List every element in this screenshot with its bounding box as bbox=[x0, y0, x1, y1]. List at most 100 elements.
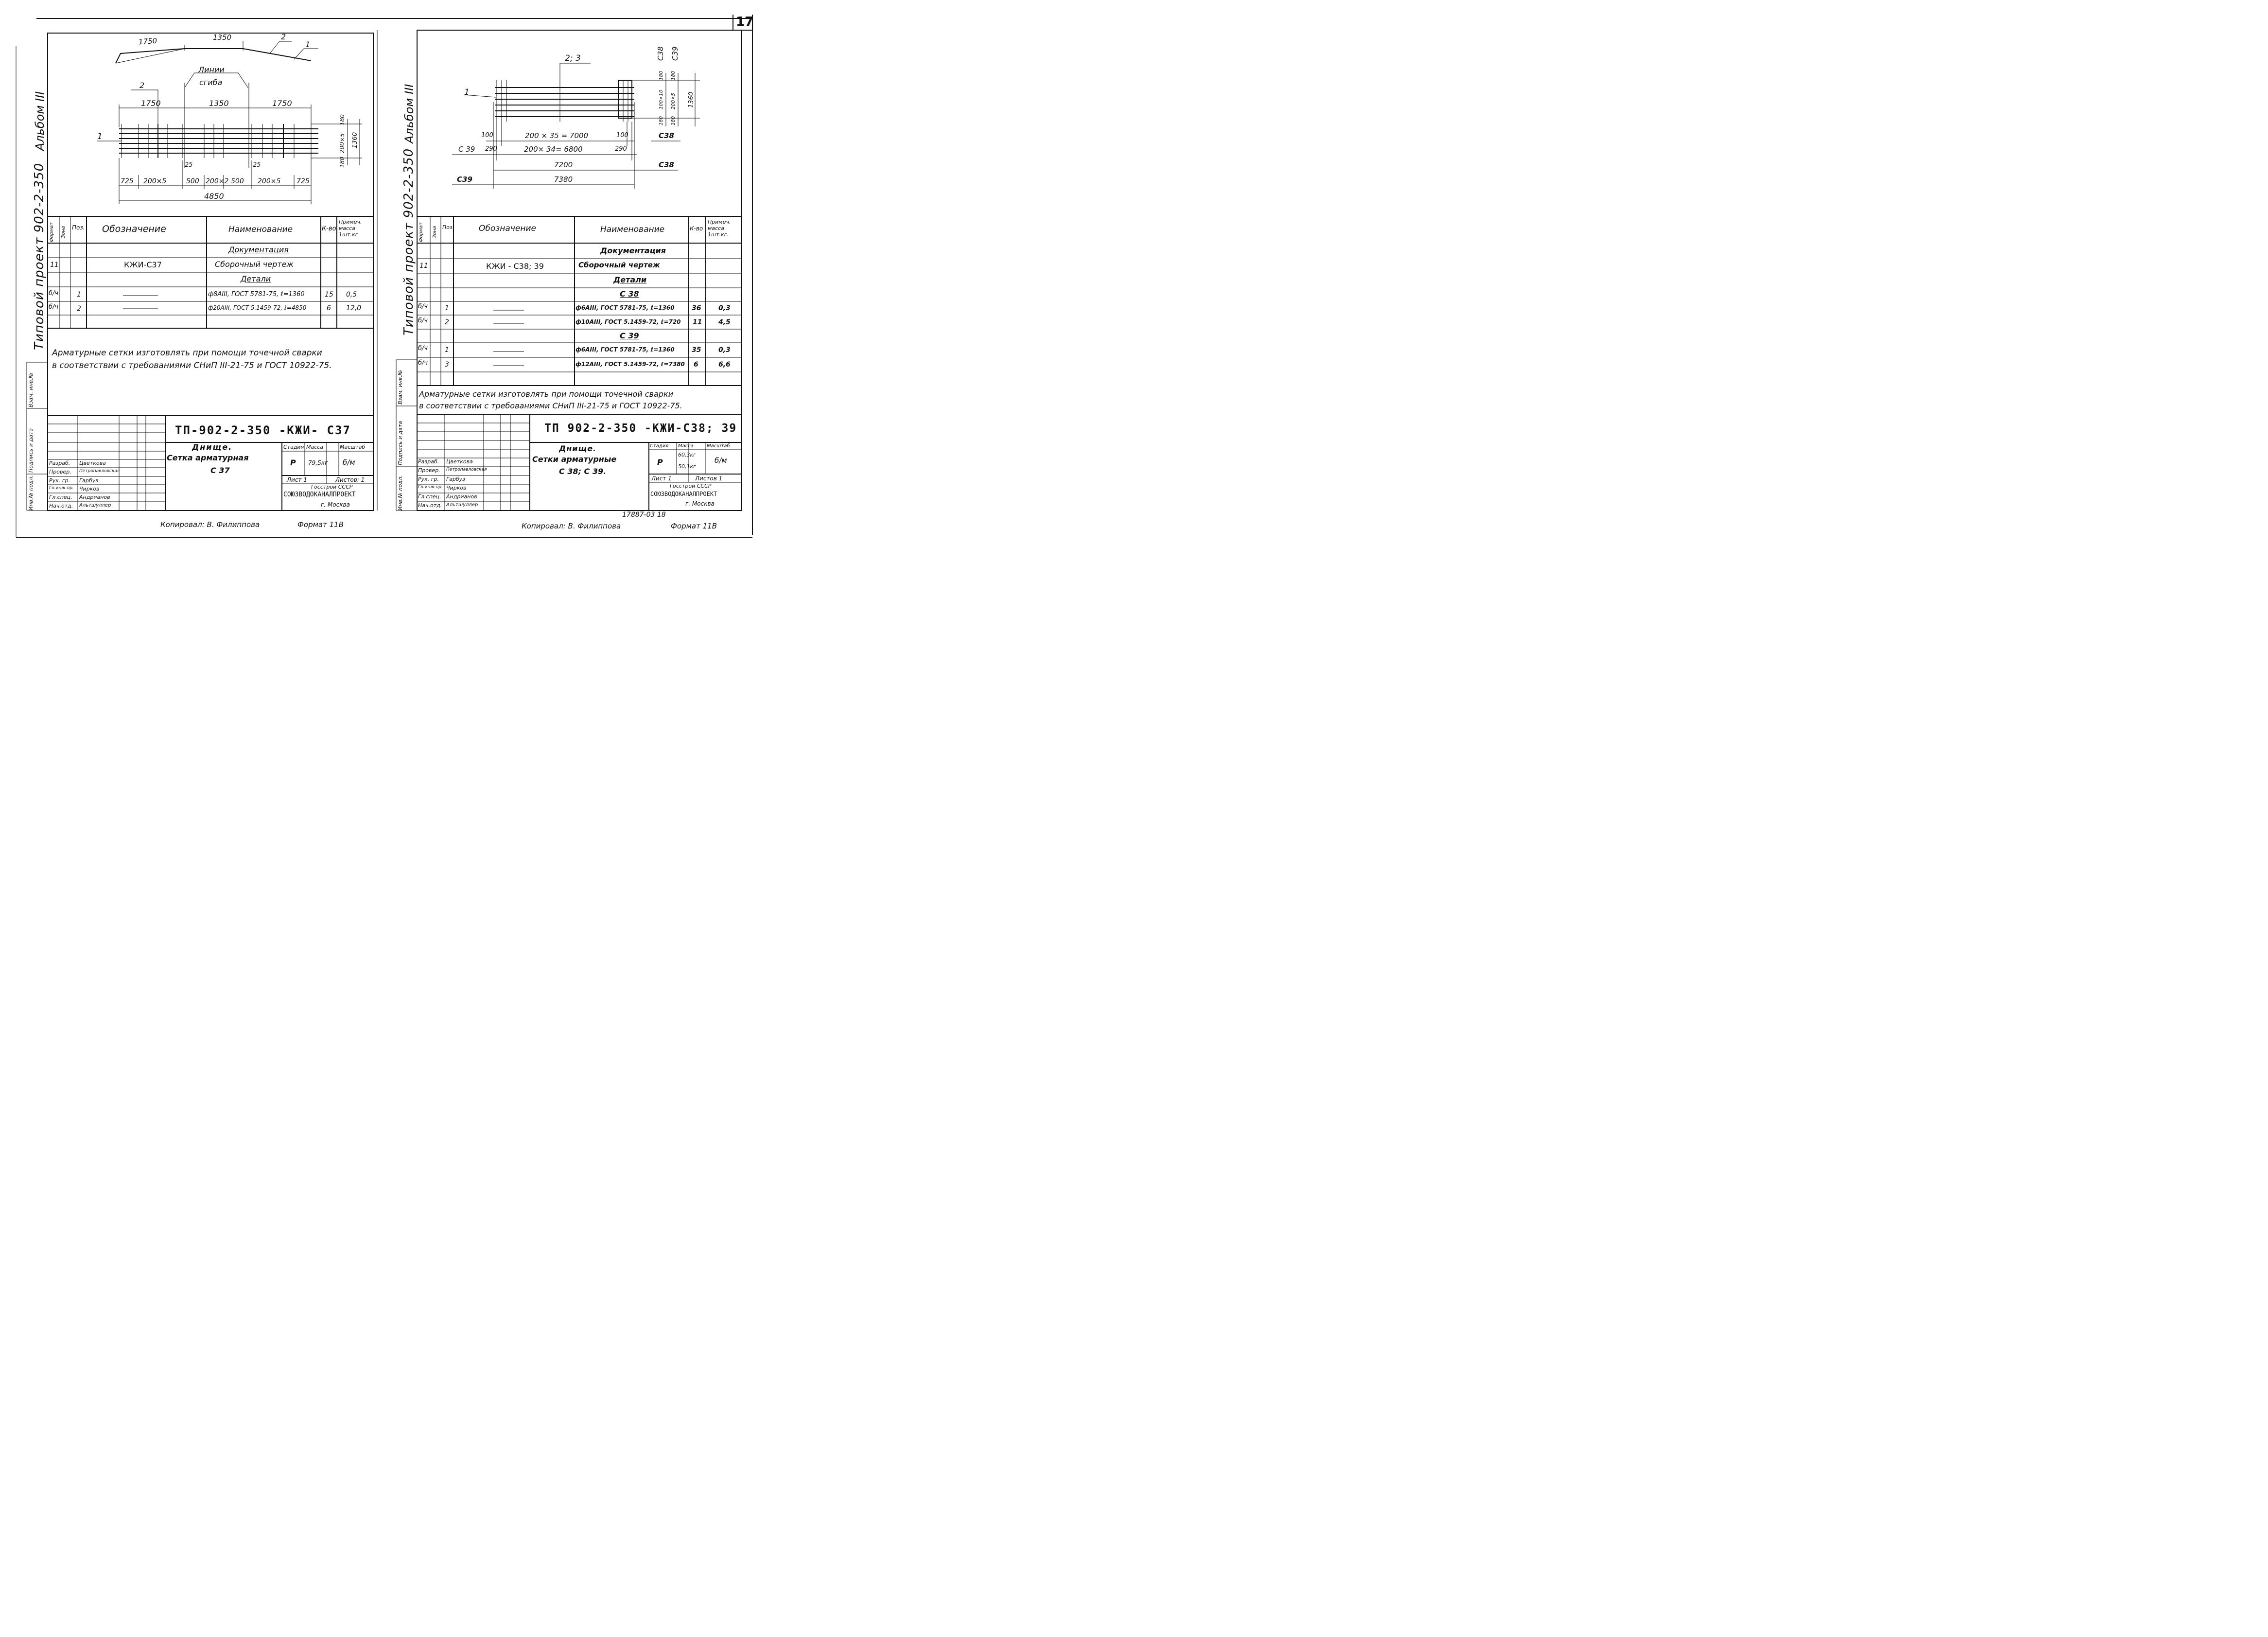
title-name-2: Сетка арматурная bbox=[167, 453, 249, 462]
stage-header: Стадия bbox=[650, 443, 669, 449]
title-name-2: Сетки арматурные bbox=[532, 455, 617, 464]
note-line-1: Арматурные сетки изготовлять при помощи … bbox=[419, 389, 673, 399]
role-4: Гл.инж.пр. bbox=[418, 485, 443, 490]
archive-stamp: 17887-03 18 bbox=[622, 511, 666, 519]
format-label: Формат 11В bbox=[671, 522, 717, 530]
c38-row1-note: 0,3 bbox=[718, 304, 731, 312]
row2-name: ф20АIII, ГОСТ 5.1459-72, ℓ=4850 bbox=[208, 304, 307, 311]
role-2: Провер. bbox=[49, 469, 71, 475]
bend-lines-label-2: сгиба bbox=[199, 78, 223, 87]
person-5: Андрианов bbox=[446, 493, 477, 500]
row2-pos: 2 bbox=[77, 305, 81, 313]
c38-row2-note: 4,5 bbox=[718, 318, 731, 326]
person-2: Петропавловская bbox=[446, 467, 487, 472]
row3-m: 7200 bbox=[554, 160, 573, 169]
role-6: Нач.отд. bbox=[418, 502, 442, 509]
c39-row2-note: 6,6 bbox=[718, 361, 731, 369]
role-3: Рук. гр. bbox=[49, 477, 70, 484]
hdr-designation: Обозначение bbox=[479, 224, 536, 233]
person-1: Цветкова bbox=[79, 460, 106, 466]
org-2: СОЮЗВОДОКАНАЛПРОЕКТ bbox=[650, 491, 717, 497]
side-repl: Взам. инв.№ bbox=[28, 372, 34, 407]
c38-row1-name: ф6АIII, ГОСТ 5781-75, ℓ=1360 bbox=[576, 304, 675, 311]
plan-callout-23: 2; 3 bbox=[565, 53, 581, 63]
side-inv: Инв.№ подл. bbox=[28, 475, 34, 510]
bottom-dim-5: 500 bbox=[231, 177, 244, 185]
mass-value-1: 60,3кг bbox=[678, 452, 696, 458]
scale-header: Масштаб bbox=[340, 444, 366, 450]
section-docs: Документация bbox=[600, 246, 666, 255]
scale-value: б/м bbox=[343, 458, 355, 467]
row3-tag: С38 bbox=[659, 160, 674, 169]
org-1: Госстрой СССР bbox=[670, 483, 712, 489]
plan-callout-2: 2 bbox=[140, 81, 145, 90]
section-parts: Детали bbox=[613, 275, 647, 284]
dim39-1: 180 bbox=[671, 70, 676, 80]
sheets-value: Листов 1 bbox=[695, 475, 723, 482]
person-3: Гарбуз bbox=[79, 477, 98, 484]
row1-pos: 1 bbox=[77, 291, 81, 299]
height-dim: 1360 bbox=[688, 91, 695, 108]
hdr-pos: Поз. bbox=[442, 224, 454, 230]
row1-r: 100 bbox=[616, 132, 628, 139]
row2-note: 12,0 bbox=[346, 304, 362, 312]
right-label-c38: С38 bbox=[656, 46, 665, 61]
doc-code: ТП 902-2-350 -КЖИ-С38; 39 bbox=[544, 422, 737, 435]
scale-value: б/м bbox=[715, 456, 727, 465]
row2-l: 290 bbox=[485, 145, 497, 153]
copied-by: Копировал: В. Филиппова bbox=[522, 522, 621, 530]
c39-row1-pos: 1 bbox=[445, 346, 449, 354]
right-dim-2: 200×5 bbox=[339, 133, 346, 153]
side-sign: Подпись и дата bbox=[28, 428, 34, 473]
doc-name: Сборочный чертеж bbox=[215, 260, 294, 269]
role-6: Нач.отд. bbox=[49, 503, 73, 509]
dim39-3: 180 bbox=[671, 116, 676, 125]
right-dim-1: 180 bbox=[339, 114, 346, 125]
c38-row2-qty: 11 bbox=[693, 318, 702, 326]
hdr-qty: К-во bbox=[690, 225, 703, 232]
project-label: Типовой проект 902-2-350 bbox=[32, 162, 47, 350]
right-dim-3: 180 bbox=[339, 157, 346, 168]
drawing-frame bbox=[16, 15, 753, 538]
plan-callout-1: 1 bbox=[97, 132, 103, 141]
album-label: Альбом III bbox=[402, 84, 416, 143]
sheet-value: Лист 1 bbox=[287, 476, 307, 483]
bend-lines-label-1: Линии bbox=[198, 65, 225, 74]
sub-c38: С 38 bbox=[620, 289, 639, 299]
profile-dim-1: 1750 bbox=[138, 36, 157, 47]
c39-row2-name: ф12АIII, ГОСТ 5.1459-72, ℓ=7380 bbox=[576, 361, 685, 368]
c38-row2-pos: 2 bbox=[445, 318, 449, 326]
c39-row1-format: б/ч bbox=[418, 345, 428, 352]
person-3: Гарбуз bbox=[446, 476, 465, 482]
bottom-dim-7: 725 bbox=[297, 177, 310, 185]
c38-row2-format: б/ч bbox=[418, 317, 428, 324]
top-dim-3: 1750 bbox=[272, 99, 292, 108]
hdr-pos: Поз. bbox=[72, 224, 85, 231]
person-1: Цветкова bbox=[446, 458, 473, 465]
row2-tag: С 39 bbox=[458, 145, 475, 154]
side-sign: Подпись и дата bbox=[397, 421, 403, 465]
hdr-note: Примеч. масса 1шт.кг bbox=[339, 219, 362, 238]
small-dim-2: 25 bbox=[253, 161, 261, 169]
row2-m: 200× 34= 6800 bbox=[524, 145, 583, 154]
hdr-name: Наименование bbox=[228, 225, 293, 234]
hdr-zone: Зона bbox=[432, 226, 437, 238]
title-name-3: С 37 bbox=[210, 466, 230, 475]
person-6: Альтшуллер bbox=[446, 502, 478, 508]
sheet-number: 17 bbox=[736, 15, 754, 29]
note-line-2: в соответствии с требованиями СНиП III-2… bbox=[52, 361, 332, 370]
c39-row2-qty: 6 bbox=[694, 361, 698, 369]
role-2: Провер. bbox=[418, 467, 440, 474]
c39-row1-note: 0,3 bbox=[718, 346, 731, 354]
org-2: СОЮЗВОДОКАНАЛПРОЕКТ bbox=[283, 491, 356, 498]
format-label: Формат 11В bbox=[297, 520, 344, 529]
role-4: Гл.инж.пр. bbox=[49, 486, 74, 491]
role-5: Гл.спец. bbox=[418, 493, 441, 500]
profile-callout-1: 1 bbox=[305, 40, 311, 49]
row1-name: ф8АIII, ГОСТ 5781-75, ℓ=1360 bbox=[208, 291, 305, 298]
person-4: Чирков bbox=[446, 485, 467, 491]
total-length: 4850 bbox=[204, 192, 224, 201]
dim39-2: 200×5 bbox=[671, 93, 676, 109]
top-dim-1: 1750 bbox=[141, 99, 161, 108]
org-1: Госстрой СССР bbox=[311, 484, 353, 490]
